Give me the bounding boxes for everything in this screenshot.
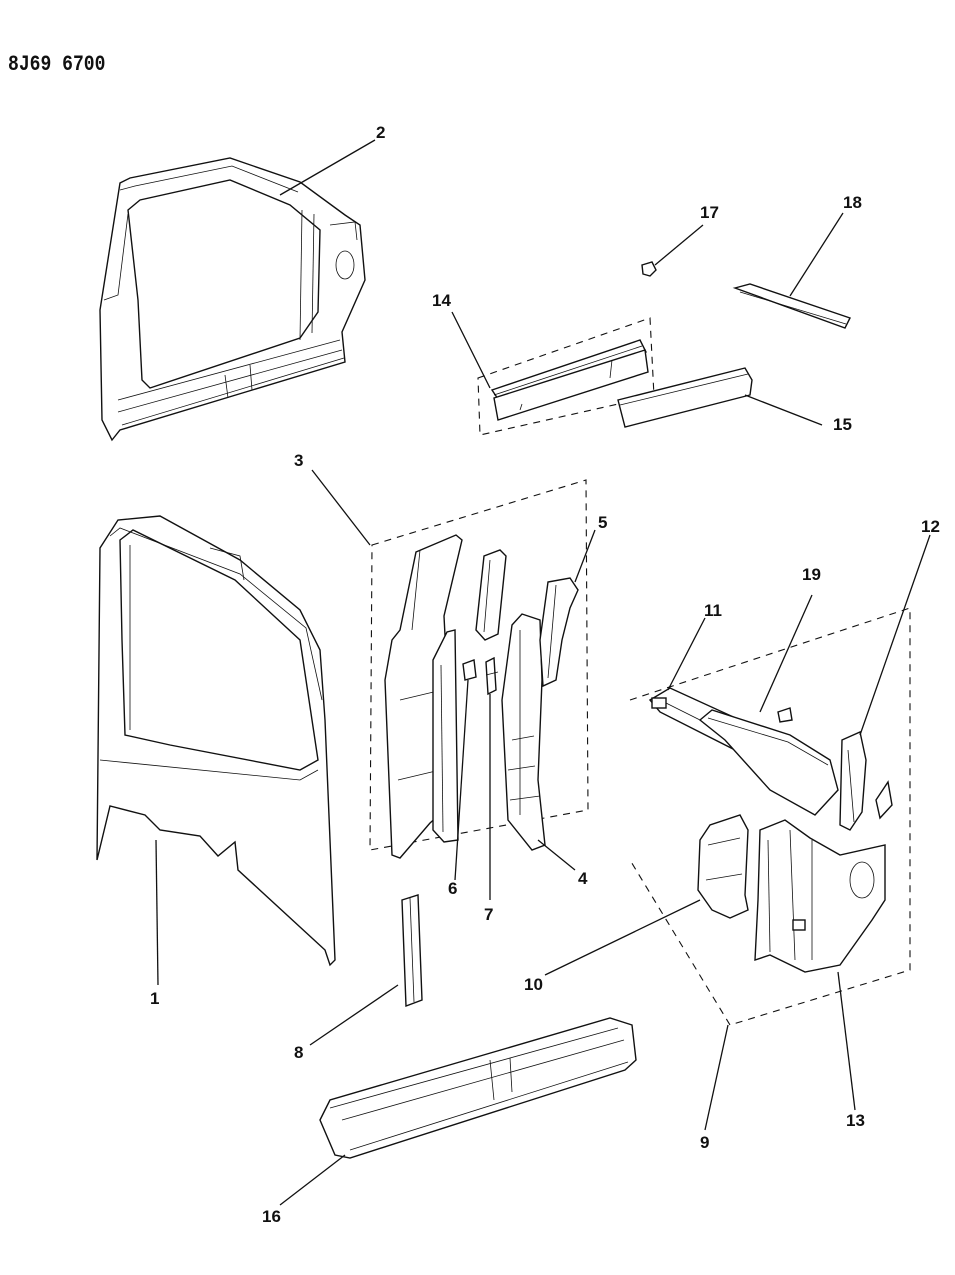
part-14-group (477, 317, 655, 436)
part-1-side-panel (96, 515, 336, 967)
callout-6: 6 (448, 879, 458, 898)
callout-1: 1 (150, 989, 160, 1008)
callout-10: 10 (524, 975, 543, 994)
part-3-group (369, 479, 589, 859)
callout-14: 14 (432, 291, 451, 310)
part-2-door-frame (99, 157, 366, 442)
leader-lines (155, 139, 931, 1206)
part-16-rocker-sill (319, 1017, 637, 1159)
callout-8: 8 (294, 1043, 304, 1062)
part-8-strip (401, 894, 423, 1007)
callout-2: 2 (376, 123, 386, 142)
part-17-clip (641, 261, 657, 277)
callout-7: 7 (484, 905, 494, 924)
callout-17: 17 (700, 203, 719, 222)
callout-11: 11 (704, 601, 722, 620)
part-18-strip (732, 283, 851, 329)
part-15-panel (617, 367, 753, 428)
callout-18: 18 (843, 193, 862, 212)
callout-9: 9 (700, 1133, 710, 1152)
callout-19: 19 (802, 565, 821, 584)
callout-5: 5 (598, 513, 608, 532)
callout-12: 12 (921, 517, 940, 536)
part-9-group (629, 607, 911, 1026)
callout-3: 3 (294, 451, 304, 470)
callout-4: 4 (578, 869, 588, 888)
callout-15: 15 (833, 415, 852, 434)
diagram-code: 8J69 6700 (8, 52, 106, 77)
callout-13: 13 (846, 1111, 865, 1130)
callout-16: 16 (262, 1207, 281, 1226)
